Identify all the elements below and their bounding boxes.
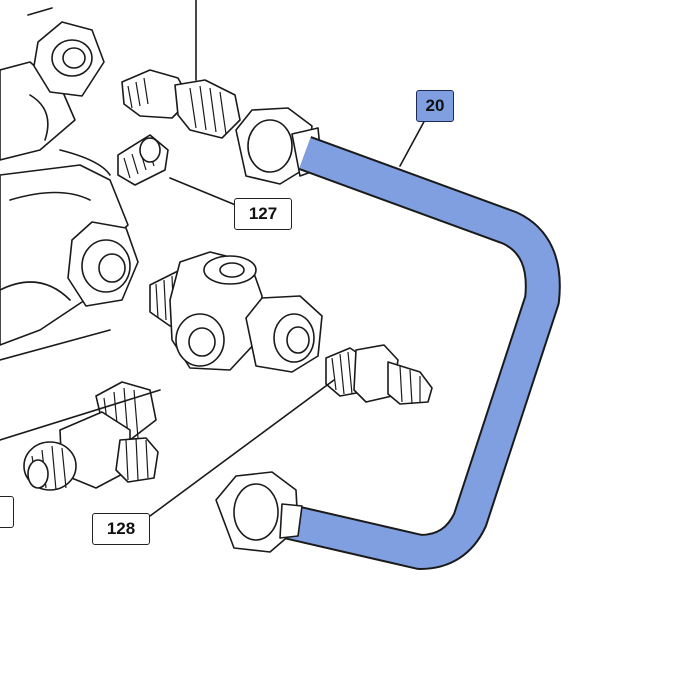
- leader-lines: [0, 117, 427, 517]
- hex-nut-top: [27, 7, 105, 97]
- pump-housing: [0, 61, 129, 361]
- banjo-union-right: [325, 344, 433, 405]
- pipe-20[interactable]: [285, 136, 561, 570]
- t-fitting: [23, 381, 159, 491]
- pipe-nut-bottom: [215, 471, 303, 553]
- callout-127[interactable]: 127: [234, 198, 292, 230]
- callout-pipe-20[interactable]: 20: [416, 90, 454, 122]
- callout-128[interactable]: 128: [92, 513, 150, 545]
- cross-union: [149, 251, 323, 373]
- upper-union-fitting: [121, 0, 241, 139]
- bleed-screw: [117, 134, 169, 186]
- callout-cut-off: [0, 496, 14, 528]
- hex-nut-middle: [67, 221, 139, 307]
